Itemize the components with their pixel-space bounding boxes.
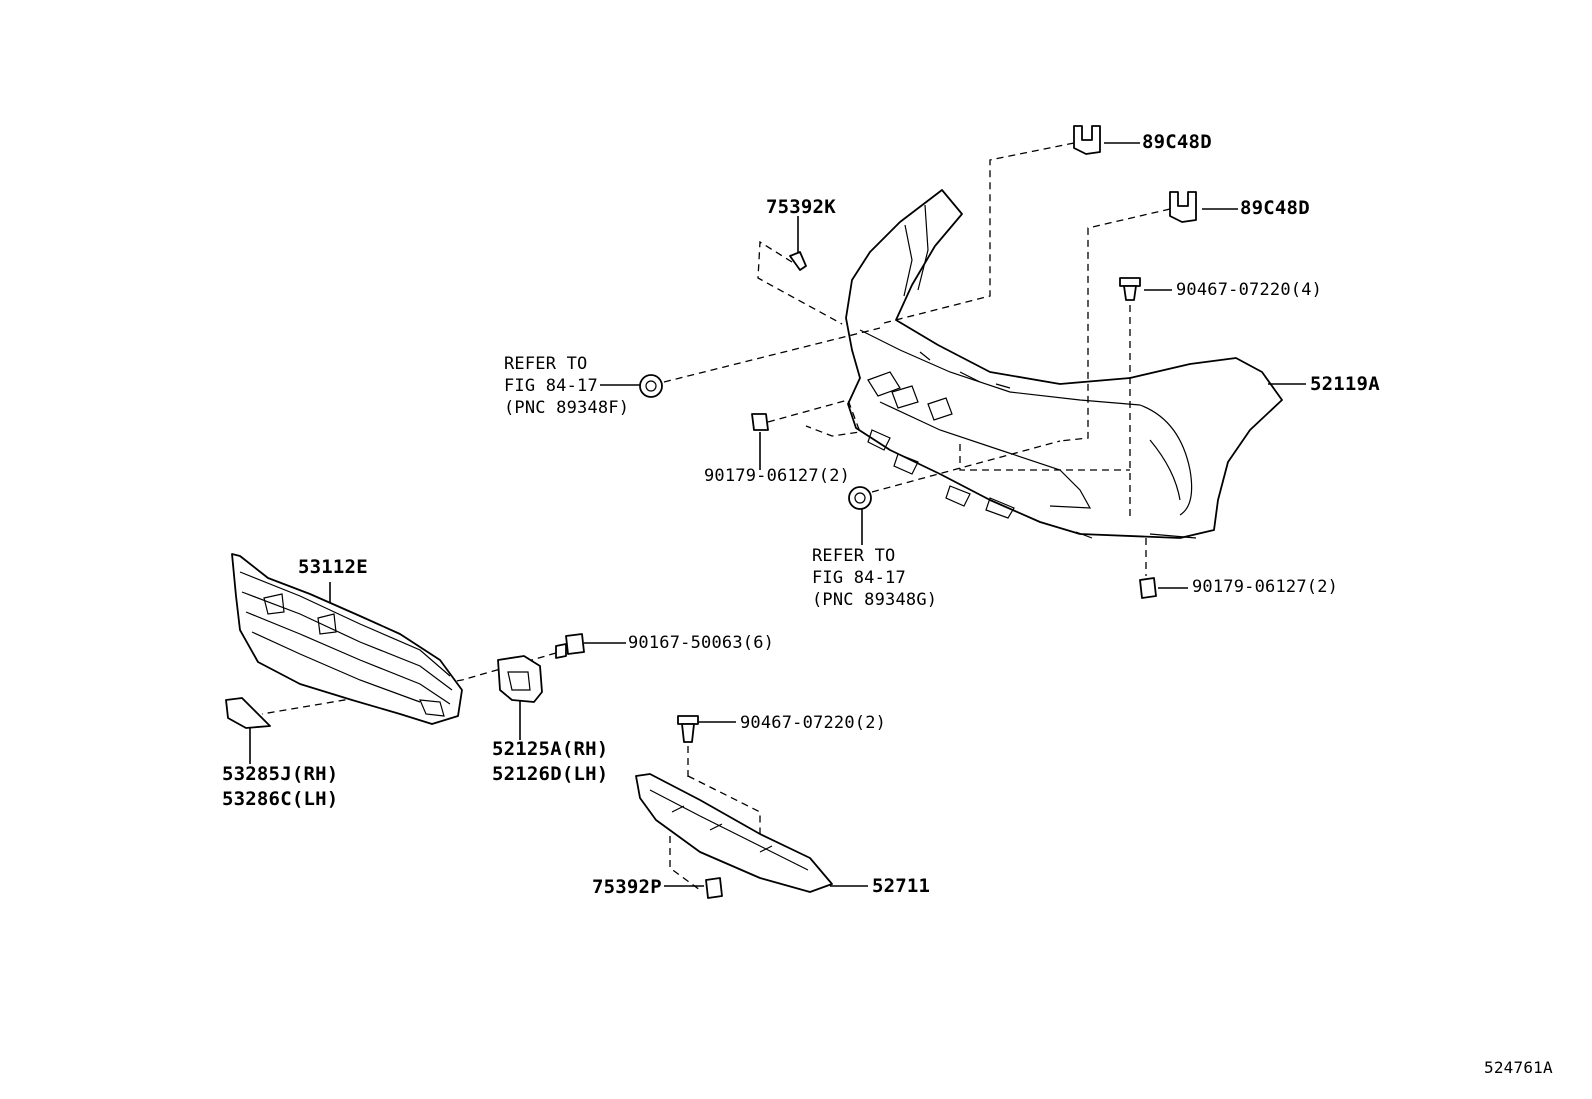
bumper-cover-52119a[interactable]: [845, 189, 1283, 539]
grommet-89348f-icon[interactable]: [639, 374, 663, 398]
clip-90467-upper-icon[interactable]: [1119, 277, 1141, 301]
grommet-89348g-icon[interactable]: [848, 486, 872, 510]
label-53286c-lh: 53286C(LH): [222, 788, 339, 810]
bracket-89c48d-lower-icon[interactable]: [1169, 191, 1197, 223]
label-53285j-rh: 53285J(RH): [222, 763, 339, 785]
label-89c48d-lower: 89C48D: [1240, 197, 1310, 219]
spoiler-52711[interactable]: [635, 773, 833, 893]
label-90467-07220-4: 90467-07220(4): [1176, 280, 1323, 300]
label-53112e: 53112E: [298, 556, 368, 578]
label-89c48d-upper: 89C48D: [1142, 131, 1212, 153]
label-75392k: 75392K: [766, 196, 836, 218]
reference-lines: [249, 142, 1306, 891]
bracket-52125a[interactable]: [497, 655, 543, 703]
label-75392p: 75392P: [592, 876, 662, 898]
label-refer-89348g-line2: FIG 84-17: [812, 568, 906, 588]
label-90179-06127-right: 90179-06127(2): [1192, 577, 1339, 597]
nut-90179-left-icon[interactable]: [751, 413, 769, 431]
cover-53285j[interactable]: [225, 697, 271, 729]
label-90167-50063: 90167-50063(6): [628, 633, 775, 653]
label-52711: 52711: [872, 875, 931, 897]
label-refer-89348f-line3: (PNC 89348F): [504, 398, 630, 418]
label-refer-89348f-line1: REFER TO: [504, 354, 588, 374]
label-52126d-lh: 52126D(LH): [492, 763, 609, 785]
bolt-90167-icon[interactable]: [555, 633, 585, 659]
clip-75392k-icon[interactable]: [789, 251, 807, 271]
clip-90467-lower-icon[interactable]: [677, 715, 699, 743]
label-refer-89348g-line1: REFER TO: [812, 546, 896, 566]
label-refer-89348f-line2: FIG 84-17: [504, 376, 598, 396]
grille-53112e[interactable]: [231, 553, 463, 725]
label-refer-89348g-line3: (PNC 89348G): [812, 590, 938, 610]
label-90179-06127-left: 90179-06127(2): [704, 466, 851, 486]
nut-90179-right-icon[interactable]: [1139, 577, 1157, 599]
label-90467-07220-2: 90467-07220(2): [740, 713, 887, 733]
label-52119a: 52119A: [1310, 373, 1380, 395]
clip-75392p-icon[interactable]: [705, 877, 723, 899]
label-52125a-rh: 52125A(RH): [492, 738, 609, 760]
bracket-89c48d-upper-icon[interactable]: [1073, 125, 1101, 155]
figure-id: 524761A: [1484, 1058, 1553, 1077]
